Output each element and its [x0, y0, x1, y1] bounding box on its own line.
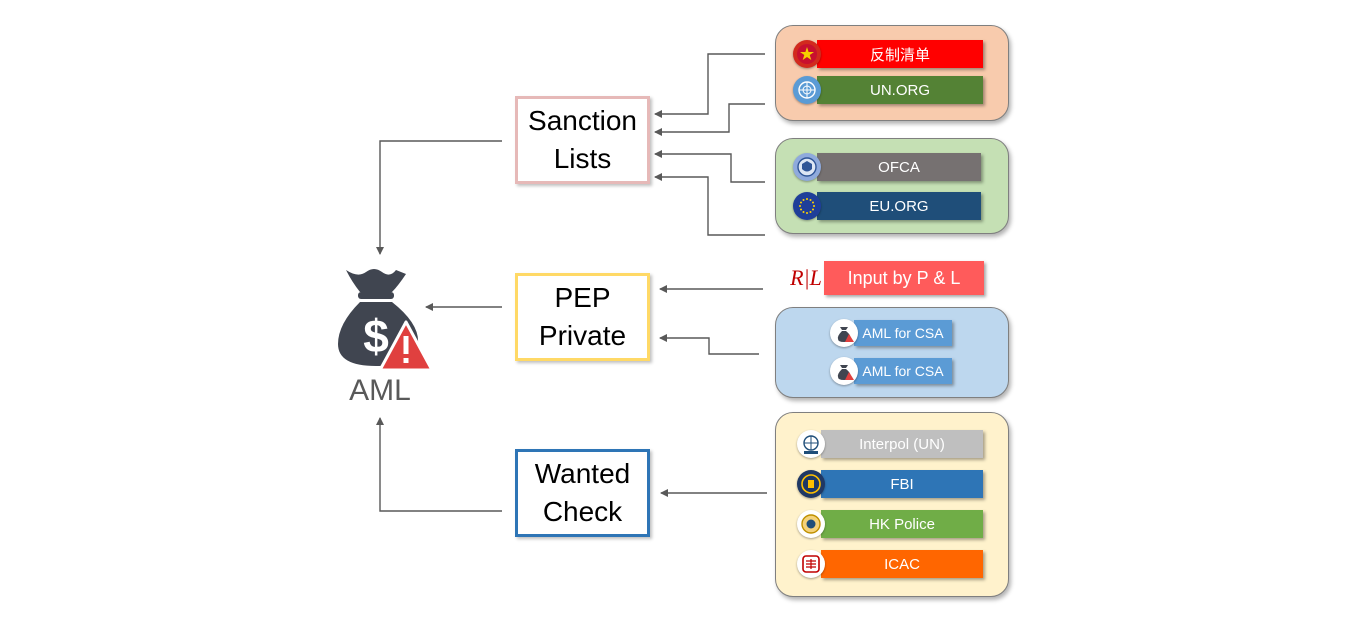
aml-label: AML: [349, 374, 411, 407]
arrow-cn-to-sanction: [654, 53, 765, 118]
arrow-wanted-to-aml: [376, 417, 502, 512]
source-cn-countermeasure-list[interactable]: 反制清单: [793, 40, 983, 68]
wanted-check-label-line2: Check: [542, 496, 623, 527]
source-aml-for-csa-2[interactable]: AML for CSA: [830, 357, 952, 385]
aml-icon: $: [336, 264, 436, 374]
wanted-check-label-line1: Wanted: [534, 458, 631, 489]
source-label: UN.ORG: [817, 76, 983, 104]
arrow-un-to-sanction: [654, 103, 765, 136]
interpol-emblem-icon: [797, 430, 825, 458]
arrow-eu-to-sanction: [654, 173, 765, 236]
wanted-check-box[interactable]: Wanted Check: [515, 449, 650, 537]
source-fbi[interactable]: FBI: [797, 470, 983, 498]
money-bag-warning-icon: [830, 319, 858, 347]
source-label: AML for CSA: [854, 320, 952, 346]
source-label: FBI: [821, 470, 983, 498]
source-icac[interactable]: ICAC: [797, 550, 983, 578]
icac-seal-icon: [797, 550, 825, 578]
source-interpol[interactable]: Interpol (UN): [797, 430, 983, 458]
source-un-org[interactable]: UN.ORG: [793, 76, 983, 104]
source-hk-police[interactable]: HK Police: [797, 510, 983, 538]
source-label: Interpol (UN): [821, 430, 983, 458]
source-ofca[interactable]: OFCA: [793, 153, 981, 181]
fbi-seal-icon: [797, 470, 825, 498]
source-label: EU.ORG: [817, 192, 981, 220]
hk-police-badge-icon: [797, 510, 825, 538]
ofac-seal-icon: [793, 153, 821, 181]
pep-private-label-line2: Private: [538, 320, 627, 351]
pep-private-label-line1: PEP: [554, 282, 611, 313]
source-eu-org[interactable]: EU.ORG: [793, 192, 981, 220]
pep-private-box[interactable]: PEP Private: [515, 273, 650, 361]
china-emblem-icon: [793, 40, 821, 68]
arrow-sanction-to-aml: [376, 140, 502, 255]
source-label: HK Police: [821, 510, 983, 538]
source-input-by-pl[interactable]: R|L Input by P & L: [790, 261, 984, 295]
svg-text:$: $: [363, 310, 389, 362]
arrow-csa-to-pep: [659, 334, 759, 355]
source-label: 反制清单: [817, 40, 983, 68]
pl-logo-icon: R|L: [790, 262, 822, 294]
sanction-lists-box[interactable]: Sanction Lists: [515, 96, 650, 184]
source-label: AML for CSA: [854, 358, 952, 384]
money-bag-warning-icon: [830, 357, 858, 385]
source-label: ICAC: [821, 550, 983, 578]
sanction-lists-label-line2: Lists: [553, 143, 612, 174]
arrow-ofca-to-sanction: [654, 150, 765, 183]
source-aml-for-csa-1[interactable]: AML for CSA: [830, 319, 952, 347]
un-emblem-icon: [793, 76, 821, 104]
sanction-lists-label-line1: Sanction: [528, 105, 637, 136]
source-label: Input by P & L: [824, 261, 984, 295]
pl-logo-text: R|L: [790, 265, 822, 290]
eu-flag-icon: [793, 192, 821, 220]
source-label: OFCA: [817, 153, 981, 181]
